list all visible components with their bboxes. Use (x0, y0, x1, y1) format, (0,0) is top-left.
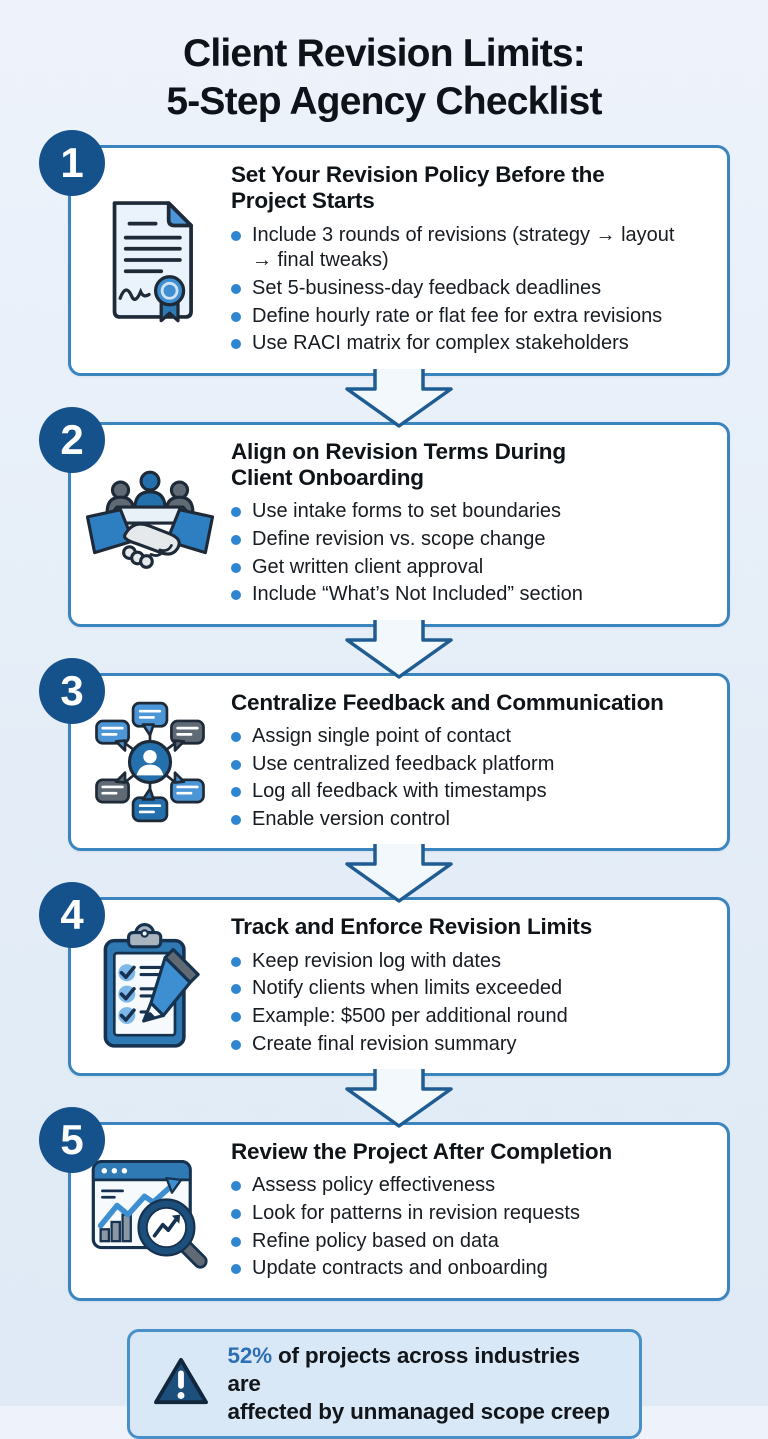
step-1-content: Set Your Revision Policy Before the Proj… (229, 160, 711, 361)
step-2-bullet-list: Use intake forms to set boundaries Defin… (231, 499, 707, 607)
bullet-dot (231, 956, 241, 967)
step-1-heading: Set Your Revision Policy Before the Proj… (231, 162, 605, 214)
step-5-section: 5 (39, 1107, 730, 1301)
bullet-dot (231, 1011, 241, 1022)
bullet-dot (231, 534, 241, 545)
stat-value: 52% (227, 1342, 273, 1368)
bullet-item: Set 5-business-day feedback deadlines (231, 276, 707, 302)
step-3-bullet-list: Assign single point of contact Use centr… (231, 724, 707, 832)
bullet-item: Log all feedback with timestamps (231, 779, 707, 805)
contract-document-icon (71, 196, 229, 324)
step-5-content: Review the Project After Completion Asse… (229, 1137, 711, 1286)
step-5-card: 5 (39, 1107, 730, 1301)
step-3-content: Centralize Feedback and Communication As… (229, 688, 711, 837)
bullet-item: Look for patterns in revision requests (231, 1201, 707, 1227)
down-arrow-icon (345, 368, 453, 428)
bullet-dot (231, 311, 241, 322)
bullet-dot (231, 1181, 241, 1192)
bullet-dot (231, 339, 241, 350)
bullet-dot (231, 1039, 241, 1050)
page-title: Client Revision Limits: 5-Step Agency Ch… (166, 32, 602, 123)
step-4-heading: Track and Enforce Revision Limits (231, 914, 593, 940)
step-4-number-badge: 4 (39, 882, 105, 949)
bullet-item: Include 3 rounds of revisions (strategy … (231, 223, 707, 274)
stat-text: 52% of projects across industries are af… (228, 1342, 617, 1426)
down-arrow-icon (345, 619, 453, 679)
step-1-card: 1 (39, 130, 730, 376)
down-arrow-2 (68, 619, 730, 679)
bullet-item: Include “What’s Not Included” section (231, 582, 707, 608)
bullet-item: Notify clients when limits exceeded (231, 976, 707, 1002)
bullet-item: Define revision vs. scope change (231, 527, 707, 553)
bullet-dot (231, 590, 241, 601)
checklist-steps: 1 (39, 130, 730, 1301)
analytics-review-icon (71, 1152, 229, 1270)
down-arrow-4 (68, 1069, 730, 1128)
step-4-section: 4 (39, 882, 730, 1077)
step-5-heading: Review the Project After Completion (231, 1139, 612, 1165)
bullet-item: Enable version control (231, 807, 707, 833)
step-5-number-badge: 5 (39, 1107, 105, 1174)
bullet-item: Use RACI matrix for complex stakeholders (231, 331, 707, 357)
step-2-card: 2 (39, 406, 730, 627)
step-4-bullet-list: Keep revision log with dates Notify clie… (231, 949, 707, 1057)
step-4-card: 4 (39, 882, 730, 1077)
bullet-dot (231, 732, 241, 743)
bullet-dot (231, 814, 241, 825)
down-arrow-3 (68, 844, 730, 904)
step-2-number-badge: 2 (39, 406, 105, 473)
communication-hub-icon (71, 696, 229, 828)
step-1-section: 1 (39, 130, 730, 376)
down-arrow-1 (68, 368, 730, 428)
bullet-item: Assign single point of contact (231, 724, 707, 750)
down-arrow-icon (345, 844, 453, 904)
warning-triangle-icon (152, 1356, 210, 1413)
step-3-heading: Centralize Feedback and Communication (231, 689, 664, 715)
bullet-item: Refine policy based on data (231, 1229, 707, 1255)
step-5-bullet-list: Assess policy effectiveness Look for pat… (231, 1173, 707, 1281)
bullet-dot (231, 1236, 241, 1247)
bullet-dot (231, 1209, 241, 1220)
bullet-item: Keep revision log with dates (231, 949, 707, 975)
bullet-dot (231, 507, 241, 518)
bullet-dot (231, 787, 241, 798)
bullet-item: Use centralized feedback platform (231, 752, 707, 778)
bullet-item: Use intake forms to set boundaries (231, 499, 707, 525)
bullet-item: Assess policy effectiveness (231, 1173, 707, 1199)
step-3-number-badge: 3 (39, 657, 105, 724)
stat-description: of projects across industries are affect… (227, 1342, 610, 1425)
handshake-icon (71, 465, 229, 583)
bullet-item: Create final revision summary (231, 1032, 707, 1058)
bullet-dot (231, 984, 241, 995)
bullet-dot (231, 283, 241, 294)
bullet-dot (231, 1264, 241, 1275)
bullet-dot (231, 759, 241, 770)
step-2-section: 2 (39, 406, 730, 627)
down-arrow-icon (345, 1069, 453, 1128)
bullet-item: Example: $500 per additional round (231, 1004, 707, 1030)
step-2-heading: Align on Revision Terms During Client On… (231, 438, 566, 491)
step-1-bullet-list: Include 3 rounds of revisions (strategy … (231, 223, 707, 357)
bullet-item: Update contracts and onboarding (231, 1256, 707, 1282)
bullet-dot (231, 562, 241, 573)
step-3-section: 3 (39, 657, 730, 852)
step-4-content: Track and Enforce Revision Limits Keep r… (229, 912, 711, 1061)
bullet-dot (231, 230, 241, 241)
checklist-clipboard-icon (71, 921, 229, 1053)
step-1-number-badge: 1 (39, 130, 105, 197)
step-3-card: 3 (39, 657, 730, 852)
step-2-content: Align on Revision Terms During Client On… (229, 437, 711, 612)
bullet-item: Get written client approval (231, 555, 707, 581)
bullet-item: Define hourly rate or flat fee for extra… (231, 304, 707, 330)
scope-creep-stat-box: 52% of projects across industries are af… (126, 1328, 642, 1439)
